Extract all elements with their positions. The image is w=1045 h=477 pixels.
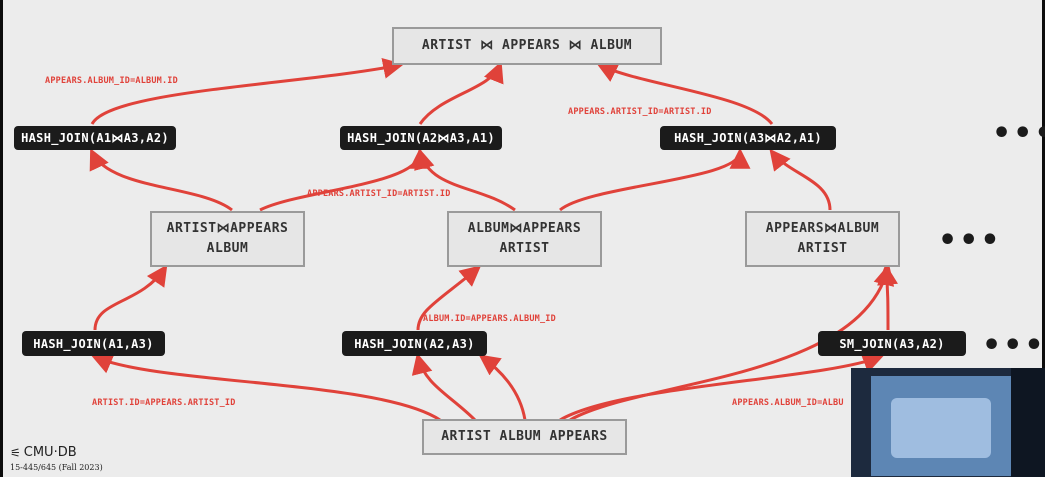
predicate-bottom-middle: ALBUM.ID=APPEARS.ALBUM_ID xyxy=(423,314,556,324)
edge-top-middle-to-root xyxy=(418,61,504,125)
edge-base-to-op-middle xyxy=(411,352,477,422)
top-operator-middle: HASH_JOIN(A2⋈A3,A1) xyxy=(340,126,502,150)
intermediate-middle-line2: ARTIST xyxy=(499,241,550,256)
intermediate-left-line2: ALBUM xyxy=(206,241,249,256)
webcam-overlay xyxy=(851,368,1045,477)
predicate-bottom-left: ARTIST.ID=APPEARS.ARTIST_ID xyxy=(92,398,236,408)
top-operator-left: HASH_JOIN(A1⋈A3,A2) xyxy=(14,126,176,150)
webcam-glow-shape xyxy=(891,398,991,458)
edge-int-middle-to-top-middle xyxy=(414,147,516,212)
bottom-operator-middle-label: HASH_JOIN(A2,A3) xyxy=(354,336,475,351)
intermediate-right-line1: APPEARS⋈ALBUM xyxy=(765,221,880,236)
edge-top-left-to-root xyxy=(90,57,405,125)
predicate-bottom-right: APPEARS.ALBUM_ID=ALBU xyxy=(732,398,844,408)
ellipsis-top: ••• xyxy=(992,116,1045,151)
intermediate-box-middle: ALBUM⋈APPEARS ARTIST xyxy=(447,211,602,267)
logo-text: CMU·DB xyxy=(23,445,77,460)
root-relation-box: ARTIST ⋈ APPEARS ⋈ ALBUM xyxy=(392,27,662,65)
edge-int-left-to-top-middle xyxy=(259,147,431,212)
intermediate-middle-line1: ALBUM⋈APPEARS xyxy=(467,221,582,236)
course-label: 15-445/645 (Fall 2023) xyxy=(10,463,103,472)
top-operator-middle-label: HASH_JOIN(A2⋈A3,A1) xyxy=(347,131,495,145)
predicate-top-middle: APPEARS.ARTIST_ID=ARTIST.ID xyxy=(307,189,451,199)
database-icon: ⚟ xyxy=(10,445,21,460)
intermediate-left-line1: ARTIST⋈APPEARS xyxy=(166,221,289,236)
ellipsis-middle: ••• xyxy=(938,223,1002,258)
left-border xyxy=(0,0,3,477)
predicate-top-right: APPEARS.ARTIST_ID=ARTIST.ID xyxy=(568,107,712,117)
edge-int-right-to-top-right xyxy=(769,148,832,211)
edge-int-left-to-top-left xyxy=(89,148,233,212)
intermediate-box-right: APPEARS⋈ALBUM ARTIST xyxy=(745,211,900,267)
bottom-operator-left-label: HASH_JOIN(A1,A3) xyxy=(33,336,154,351)
intermediate-box-left: ARTIST⋈APPEARS ALBUM xyxy=(150,211,305,267)
edge-int-middle-to-top-right xyxy=(559,147,751,212)
edge-base-long-right xyxy=(569,263,895,422)
ellipsis-bottom: ••• xyxy=(982,328,1045,363)
top-operator-right-label: HASH_JOIN(A3⋈A2,A1) xyxy=(674,131,822,145)
bottom-operator-right: SM_JOIN(A3,A2) xyxy=(818,331,966,356)
edge-base-to-op-right xyxy=(559,353,884,422)
base-relations-label: ARTIST ALBUM APPEARS xyxy=(441,429,608,444)
edge-top-right-to-root xyxy=(596,63,774,125)
top-operator-right: HASH_JOIN(A3⋈A2,A1) xyxy=(660,126,836,150)
edge-base-direct-middle xyxy=(478,354,527,421)
edge-base-to-op-left xyxy=(91,353,441,422)
bottom-operator-right-label: SM_JOIN(A3,A2) xyxy=(839,336,945,351)
base-relations-box: ARTIST ALBUM APPEARS xyxy=(422,419,627,455)
top-operator-left-label: HASH_JOIN(A1⋈A3,A2) xyxy=(21,131,169,145)
predicate-top-left: APPEARS.ALBUM_ID=ALBUM.ID xyxy=(45,76,178,86)
bottom-operator-middle: HASH_JOIN(A2,A3) xyxy=(342,331,487,356)
edge-op-left-to-int-left xyxy=(93,264,168,331)
bottom-operator-left: HASH_JOIN(A1,A3) xyxy=(22,331,165,356)
right-border xyxy=(1042,0,1045,477)
intermediate-right-line2: ARTIST xyxy=(797,241,848,256)
root-relation-label: ARTIST ⋈ APPEARS ⋈ ALBUM xyxy=(421,38,633,53)
edge-op-middle-to-int-middle xyxy=(416,265,482,331)
cmu-db-logo: ⚟ CMU·DB xyxy=(10,445,77,460)
webcam-dark-edge xyxy=(1011,368,1045,477)
